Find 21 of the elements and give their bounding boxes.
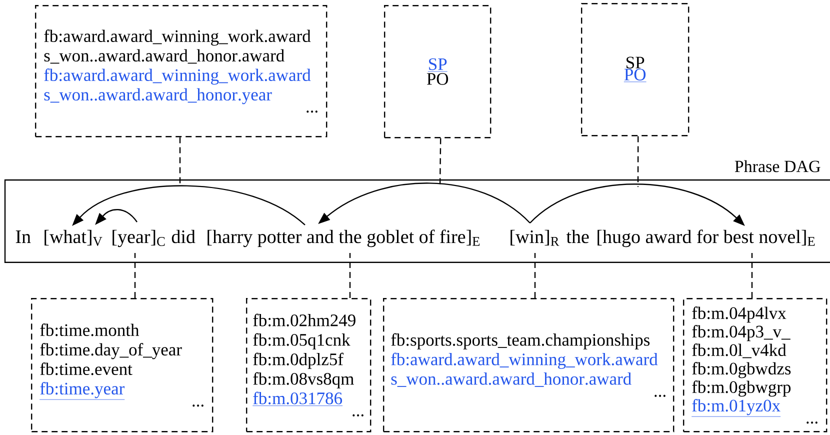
candidate-box: fb:time.month fb:time.day_of_year fb:time.event fb:time.year ... <box>31 298 214 432</box>
band-title: Phrase DAG <box>734 160 820 172</box>
word: the <box>566 230 589 244</box>
phrase: [win]$_{R}$ <box>510 230 560 246</box>
candidate-box: fb:award.award_winning_work.awards_won..award.award_honor.award fb:award.award_winning_work.awards_won..award.award_honor.year ... <box>35 5 328 138</box>
phrase: [what]$_{V}$ <box>44 230 102 246</box>
phrase: [harry potter and the goblet of fire]$_{E}$ <box>208 230 480 248</box>
leader-line <box>534 253 536 298</box>
leader-line <box>637 136 639 187</box>
candidate-box: fb:sports.sports_team.championships fb:award.award_winning_work.awards_won..award.award_honor.award ... <box>383 298 674 432</box>
word: did <box>172 230 196 244</box>
word: In <box>16 230 31 243</box>
leader-line <box>751 253 753 298</box>
leader-line <box>134 253 136 298</box>
leader-line <box>349 253 351 298</box>
candidate-box: fb:m.04p4lvx fb:m.04p3_v_ fb:m.0l_v4kd fb:m.0gbwdzs fb:m.0gbwgrp fb:m.01yz0x ... <box>683 298 828 432</box>
candidate-box: fb:m.02hm249 fb:m.05q1cnk fb:m.0dplz5f fb:m.08vs8qm fb:m.031786 ... <box>246 298 372 432</box>
candidate-box: SP PO <box>384 5 492 138</box>
phrase: [year]$_{C}$ <box>112 230 165 248</box>
candidate-box: SP PO <box>581 3 690 136</box>
phrase: [hugo award for best novel]$_{E}$ <box>598 230 815 248</box>
